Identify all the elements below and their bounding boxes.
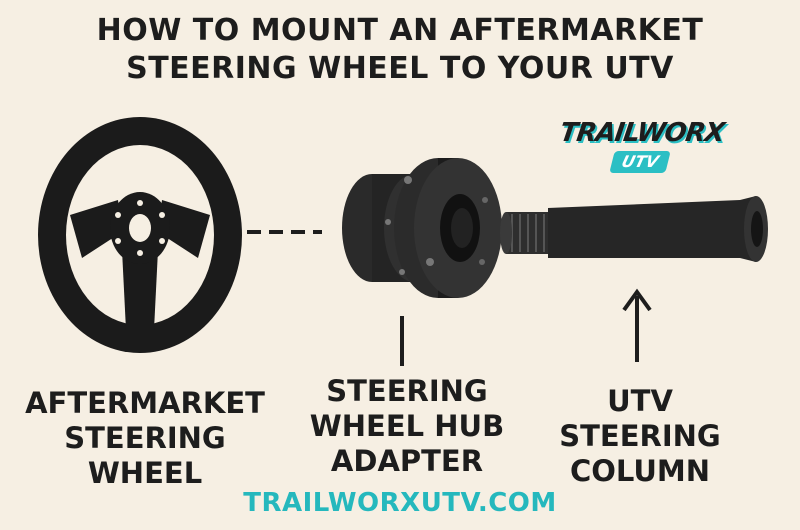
footer-url: TRAILWORXUTV.COM (243, 488, 557, 518)
label-column-line-3: COLUMN (569, 454, 711, 488)
column-arrow (622, 288, 652, 362)
steering-column-illustration (500, 196, 768, 262)
page-title: HOW TO MOUNT AN AFTERMARKET STEERING WHE… (0, 12, 800, 88)
label-utv-column: UTV STEERING COLUMN (540, 384, 740, 489)
title-line-1: HOW TO MOUNT AN AFTERMARKET (96, 13, 704, 48)
hub-adapter-illustration (342, 158, 502, 298)
label-hub-line-2: WHEEL HUB (309, 409, 505, 443)
label-hub-adapter: STEERING WHEEL HUB ADAPTER (292, 374, 522, 479)
label-wheel-line-3: WHEEL (87, 456, 203, 490)
title-line-2: STEERING WHEEL TO YOUR UTV (126, 51, 674, 86)
label-wheel-line-2: STEERING (64, 421, 226, 455)
label-hub-line-3: ADAPTER (330, 444, 484, 478)
label-wheel-line-1: AFTERMARKET (25, 386, 265, 420)
label-column-line-1: UTV (607, 384, 673, 418)
steering-wheel-illustration (38, 117, 242, 353)
label-aftermarket-wheel: AFTERMARKET STEERING WHEEL (20, 386, 270, 491)
label-hub-line-1: STEERING (326, 374, 488, 408)
label-column-line-2: STEERING (559, 419, 721, 453)
